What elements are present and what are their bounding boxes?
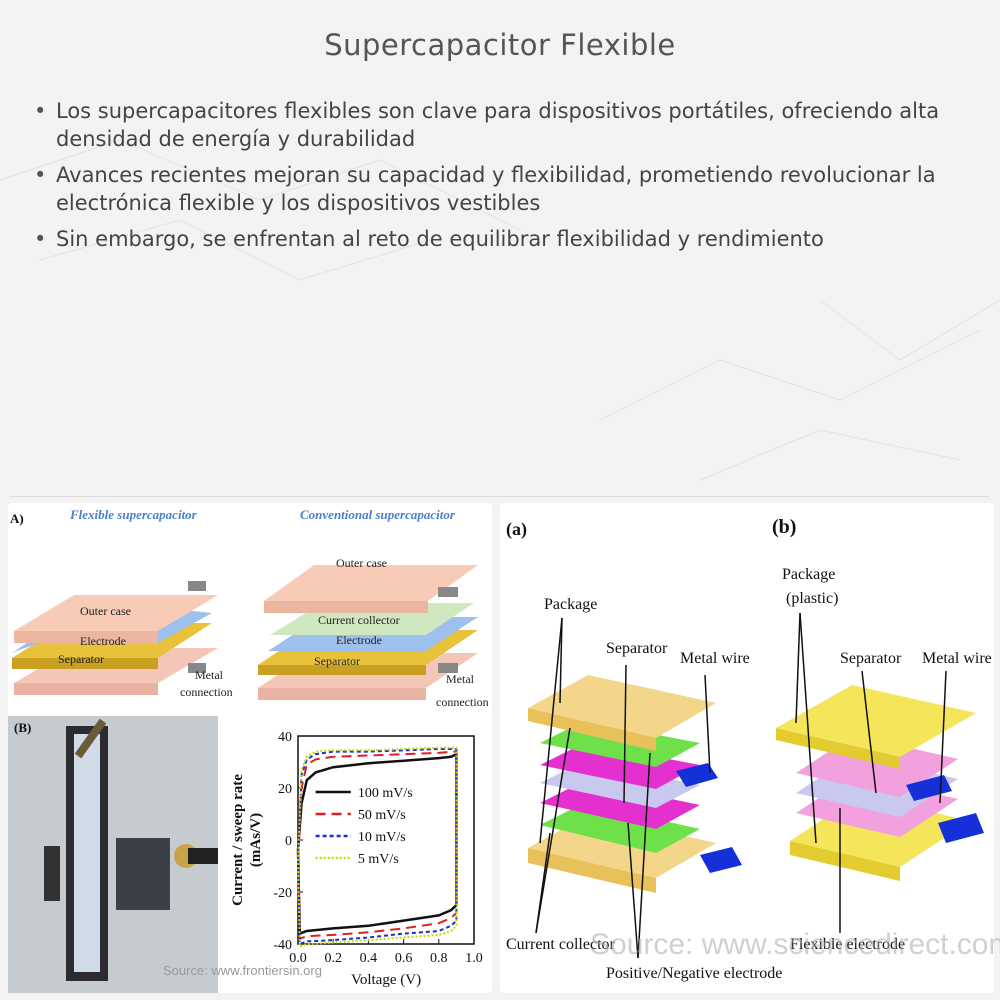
chart-series [296, 746, 458, 949]
x-tick-label: 0.8 [430, 951, 448, 966]
x-tick-label: 0.6 [395, 951, 413, 966]
package-label: Package [544, 596, 597, 613]
x-axis-label: Voltage (V) [351, 972, 421, 988]
flexible-stack: Outer case Electrode Separator Metal con… [12, 581, 233, 699]
stack-b: Package (plastic) Separator Metal wire F… [776, 566, 992, 953]
source-left: Source: www.frontiersin.org [163, 963, 322, 978]
bullet-item: Sin embargo, se enfrentan al reto de equ… [34, 225, 974, 253]
metal-wire-b-label: Metal wire [922, 650, 992, 667]
conventional-stack: Outer case Current collector Electrode S… [258, 556, 489, 709]
separator-a-label: Separator [606, 640, 668, 657]
panel-a-label: A) [10, 511, 24, 526]
legend-label: 100 mV/s [358, 786, 413, 801]
bullet-item: Avances recientes mejoran su capacidad y… [34, 161, 974, 217]
panel-b-label: (B) [14, 720, 31, 735]
bullet-item: Los supercapacitores flexibles son clave… [34, 97, 974, 153]
figure-right-panel: (a) (b) [500, 503, 994, 993]
chart-legend: 100 mV/s 50 mV/s 10 mV/s 5 mV/s [315, 786, 413, 867]
conv-separator-label: Separator [314, 654, 360, 668]
flexible-title: Flexible supercapacitor [69, 507, 198, 522]
series-line [297, 746, 458, 949]
pos-neg-electrode-label: Positive/Negative electrode [606, 965, 782, 982]
cv-chart: 0.0 0.2 0.4 0.6 0.8 1.0 40 20 0 -20 -40 100 mV/s 50… [230, 730, 483, 988]
conv-electrode-label: Electrode [336, 633, 382, 647]
series-line [297, 750, 458, 941]
device-photo: (B) [8, 716, 218, 993]
flex-separator-label: Separator [58, 652, 104, 666]
legend-label: 5 mV/s [358, 852, 399, 867]
separator-b-label: Separator [840, 650, 902, 667]
y-tick-label: 20 [278, 782, 292, 797]
series-line [297, 748, 458, 946]
flexible-electrode-label: Flexible electrode [790, 936, 905, 953]
page-title: Supercapacitor Flexible [324, 28, 676, 62]
flex-electrode-label: Electrode [80, 634, 126, 648]
flex-metal-label: Metal [195, 668, 224, 682]
flex-outer-case-label: Outer case [80, 604, 131, 618]
stack-a: Package Separator Metal wire Current col… [506, 596, 782, 982]
figure-left-panel: A) Flexible supercapacitor Conventional … [8, 503, 492, 993]
y-tick-label: 40 [278, 730, 292, 745]
conventional-title: Conventional supercapacitor [300, 507, 456, 522]
legend-label: 50 mV/s [358, 808, 406, 823]
package-plastic-label-1: Package [782, 566, 835, 583]
x-tick-label: 0.0 [289, 951, 307, 966]
y-tick-label: 0 [285, 834, 292, 849]
bullet-list: Los supercapacitores flexibles son clave… [34, 97, 974, 261]
right-label-a: (a) [506, 519, 527, 540]
divider [10, 496, 990, 497]
right-label-b: (b) [772, 516, 796, 538]
y-axis-label: Current / sweep rate(mAs/V) [230, 774, 264, 906]
package-plastic-label-2: (plastic) [786, 590, 838, 607]
supercapacitor-structure-diagram: (a) (b) [506, 516, 992, 982]
x-tick-label: 0.2 [324, 951, 342, 966]
source-right: Source: www.sciencedirect.com [590, 928, 1000, 961]
conv-metal-label: Metal [446, 672, 475, 686]
y-tick-label: -20 [273, 886, 292, 901]
device-photo-illustration: (B) [8, 716, 218, 993]
x-tick-label: 0.4 [360, 951, 378, 966]
supercapacitor-comparison-diagram: A) Flexible supercapacitor Conventional … [10, 507, 489, 709]
conv-current-collector-label: Current collector [318, 613, 400, 627]
metal-wire-a-label: Metal wire [680, 650, 750, 667]
conv-connection-label: connection [436, 695, 489, 709]
current-collector-label: Current collector [506, 936, 616, 953]
conv-outer-case-label: Outer case [336, 556, 387, 570]
y-tick-label: -40 [273, 938, 292, 953]
x-tick-label: 1.0 [465, 951, 483, 966]
legend-label: 10 mV/s [358, 830, 406, 845]
flex-connection-label: connection [180, 685, 233, 699]
